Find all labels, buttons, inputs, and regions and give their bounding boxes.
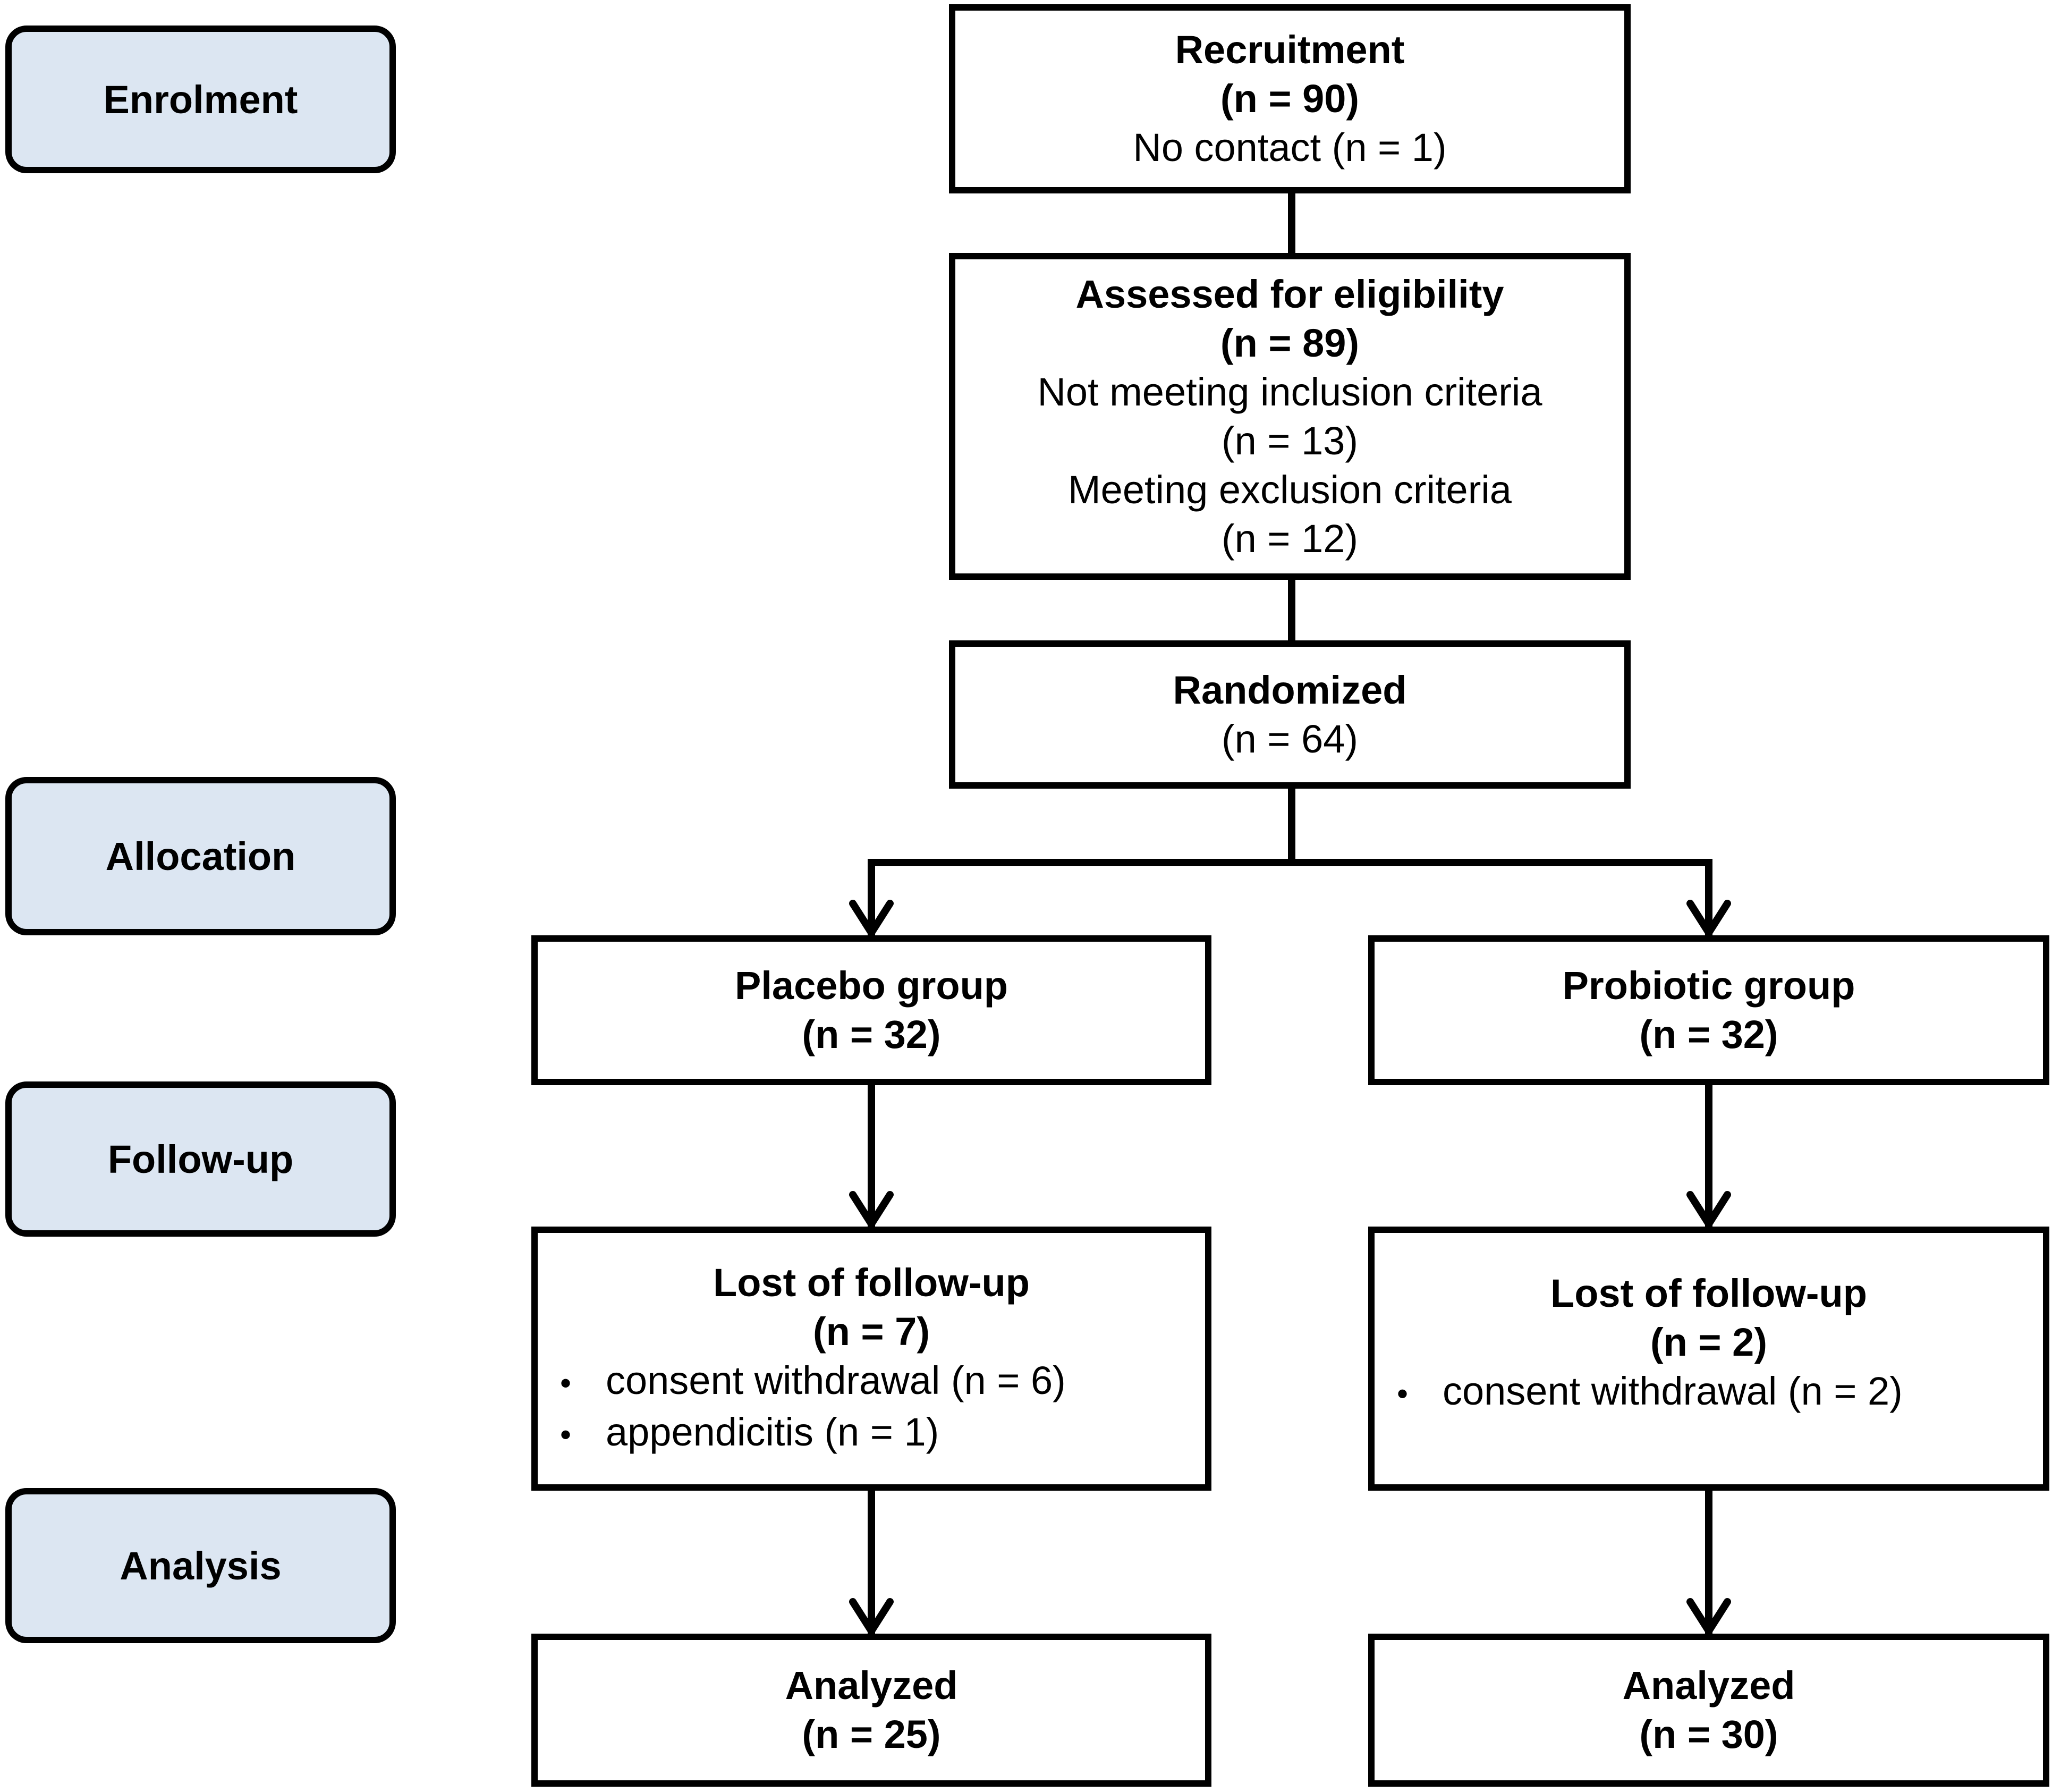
recruitment-box: Recruitment (n = 90) No contact (n = 1)	[949, 4, 1631, 193]
probiotic-group-count: (n = 32)	[1639, 1012, 1778, 1056]
randomized-box: Randomized (n = 64)	[949, 640, 1631, 789]
probiotic-lost-box: Lost of follow-up (n = 2) • consent with…	[1368, 1227, 2049, 1491]
arrowhead-probiotic	[1686, 900, 1731, 936]
randomized-title: Randomized	[1173, 667, 1407, 712]
phase-followup-label: Follow-up	[107, 1137, 294, 1181]
probiotic-lost-title: Lost of follow-up	[1550, 1271, 1867, 1315]
eligibility-box: Assessed for eligibility (n = 89) Not me…	[949, 253, 1631, 580]
bullet-icon: •	[560, 1416, 572, 1452]
arrowhead-placebo	[849, 900, 894, 936]
arrowhead-probiotic-analyzed	[1686, 1598, 1731, 1635]
arrowhead-placebo-lost	[849, 1191, 894, 1228]
arrowhead-probiotic-lost	[1686, 1191, 1731, 1228]
placebo-lost-box: Lost of follow-up (n = 7) • consent with…	[531, 1227, 1211, 1491]
eligibility-count: (n = 89)	[1220, 320, 1360, 365]
probiotic-lost-reason: • consent withdrawal (n = 2)	[1375, 1367, 2043, 1418]
phase-analysis: Analysis	[5, 1488, 396, 1643]
recruitment-count: (n = 90)	[1220, 77, 1360, 121]
probiotic-lost-count: (n = 2)	[1650, 1320, 1767, 1364]
phase-enrolment-label: Enrolment	[103, 77, 298, 122]
eligibility-title: Assessed for eligibility	[1075, 272, 1504, 316]
phase-allocation: Allocation	[5, 777, 396, 935]
eligibility-meeting-exclusion-count: (n = 12)	[1221, 516, 1359, 561]
placebo-lost-count: (n = 7)	[813, 1309, 930, 1354]
probiotic-lost-reason-text: consent withdrawal (n = 2)	[1443, 1369, 1903, 1413]
placebo-group-box: Placebo group (n = 32)	[531, 935, 1211, 1085]
probiotic-group-title: Probiotic group	[1562, 963, 1855, 1008]
probiotic-analyzed-title: Analyzed	[1622, 1663, 1795, 1708]
eligibility-not-meeting: Not meeting inclusion criteria	[1037, 369, 1542, 414]
bullet-icon: •	[560, 1365, 572, 1401]
phase-followup: Follow-up	[5, 1081, 396, 1237]
phase-enrolment: Enrolment	[5, 26, 396, 173]
recruitment-no-contact: No contact (n = 1)	[1133, 125, 1447, 170]
placebo-lost-reason: • consent withdrawal (n = 6)	[538, 1356, 1205, 1408]
phase-allocation-label: Allocation	[105, 834, 296, 878]
connector-split-horizontal	[868, 859, 1712, 935]
placebo-group-count: (n = 32)	[802, 1012, 941, 1056]
placebo-analyzed-title: Analyzed	[785, 1663, 958, 1708]
probiotic-analyzed-box: Analyzed (n = 30)	[1368, 1634, 2049, 1787]
bullet-icon: •	[1397, 1376, 1409, 1411]
phase-analysis-label: Analysis	[120, 1543, 282, 1588]
eligibility-meeting-exclusion: Meeting exclusion criteria	[1068, 467, 1512, 512]
placebo-group-title: Placebo group	[735, 963, 1008, 1008]
placebo-lost-reason-text: consent withdrawal (n = 6)	[606, 1358, 1066, 1402]
probiotic-group-box: Probiotic group (n = 32)	[1368, 935, 2049, 1085]
randomized-count: (n = 64)	[1221, 716, 1359, 761]
placebo-lost-reason: • appendicitis (n = 1)	[538, 1408, 1205, 1459]
arrowhead-placebo-analyzed	[849, 1598, 894, 1635]
probiotic-analyzed-count: (n = 30)	[1639, 1712, 1778, 1756]
eligibility-not-meeting-count: (n = 13)	[1221, 418, 1359, 463]
placebo-lost-reason-text: appendicitis (n = 1)	[606, 1409, 939, 1454]
placebo-analyzed-count: (n = 25)	[802, 1712, 941, 1756]
recruitment-title: Recruitment	[1175, 28, 1405, 72]
placebo-analyzed-box: Analyzed (n = 25)	[531, 1634, 1211, 1787]
placebo-lost-title: Lost of follow-up	[713, 1260, 1030, 1305]
